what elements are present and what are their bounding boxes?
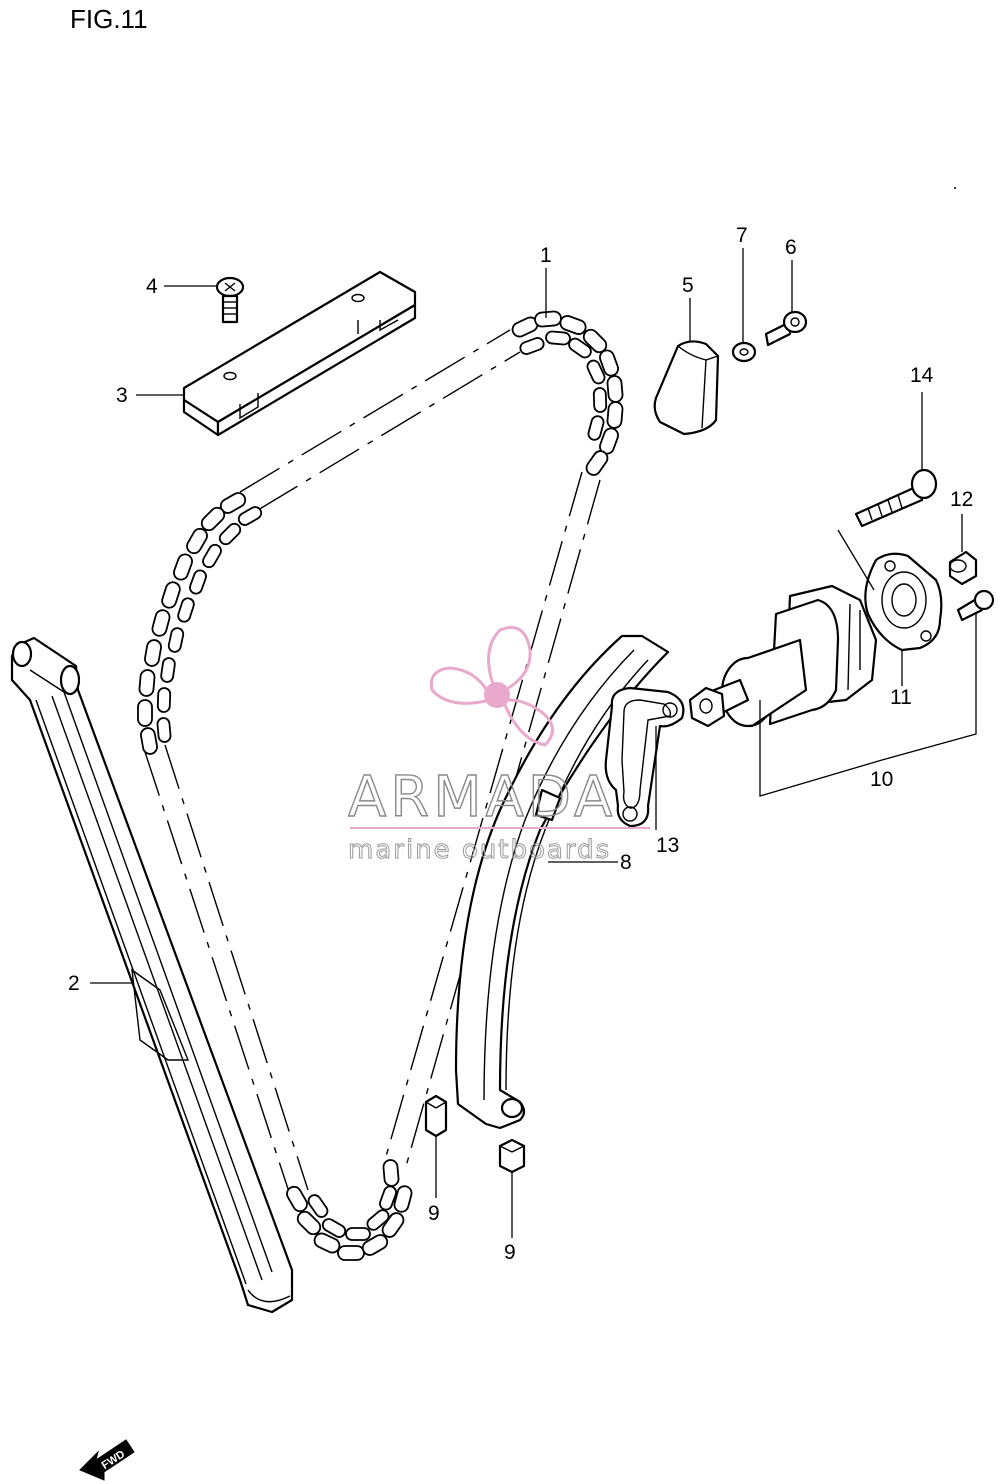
- armada-watermark: ARMADA marine outboards: [347, 626, 650, 866]
- callout-5: 5: [682, 274, 694, 297]
- part-9-dowel-pin-lower: [498, 1138, 526, 1174]
- callout-3: 3: [116, 384, 128, 407]
- part-2-chain-guide: [10, 636, 294, 1314]
- part-14-tensioner-bolt: [854, 468, 938, 528]
- part-5-rubber-damper: [653, 340, 720, 436]
- callout-9-upper: 9: [428, 1202, 440, 1225]
- leader-lines: [90, 248, 977, 1238]
- propeller-logo-icon: [429, 626, 554, 747]
- callout-8: 8: [620, 851, 632, 874]
- part-11-adjuster-gasket: [864, 552, 943, 652]
- callout-11: 11: [890, 686, 912, 709]
- part-8-tensioner-guide: [454, 634, 670, 1130]
- part-10-tensioner-adjuster: [688, 584, 878, 728]
- part-3-chain-guide: [182, 270, 417, 437]
- callout-labels: 1 2 3 4 5 6 7 8 9 9 10 11 12 13 14: [68, 224, 973, 1264]
- callout-14: 14: [910, 364, 934, 387]
- watermark-brand: ARMADA: [348, 765, 616, 830]
- callout-7: 7: [736, 224, 748, 247]
- part-1-cam-chain: [137, 310, 624, 1261]
- callout-9-lower: 9: [504, 1241, 516, 1264]
- callout-10: 10: [870, 768, 893, 791]
- watermark-tagline: marine outboards: [348, 835, 611, 865]
- callout-6: 6: [785, 236, 797, 259]
- part-9-dowel-pin-upper: [424, 1094, 448, 1138]
- figure-title: FIG.11: [70, 4, 148, 34]
- part-12-cap-bolt: [948, 550, 978, 586]
- part-10-adjuster-screw: [956, 589, 995, 622]
- part-7-washer: [731, 341, 757, 363]
- callout-2: 2: [68, 972, 80, 995]
- part-6-bolt: [764, 310, 808, 347]
- part-13-gasket: [604, 686, 685, 828]
- part-4-screw: [215, 276, 245, 324]
- callout-12: 12: [950, 488, 973, 511]
- callout-4: 4: [146, 275, 158, 298]
- forward-direction-icon: FWD: [79, 1439, 135, 1481]
- callout-13: 13: [656, 834, 679, 857]
- callout-1: 1: [540, 244, 552, 267]
